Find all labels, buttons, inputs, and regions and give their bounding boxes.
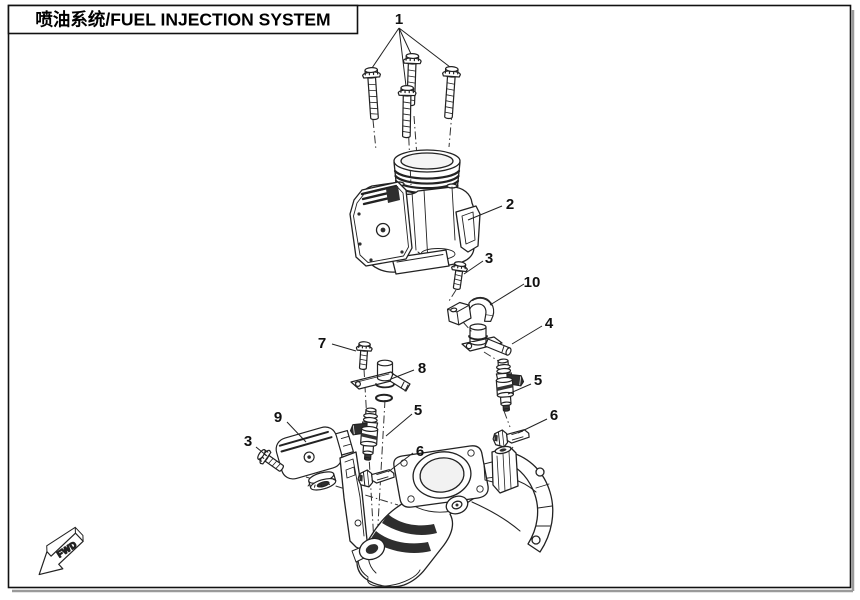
- callout-label-9: 9: [274, 409, 282, 426]
- intake-manifold: [339, 445, 554, 588]
- callout-label-3-right: 3: [485, 250, 493, 267]
- title-box: [7, 4, 359, 35]
- callout-label-2: 2: [506, 196, 514, 213]
- callout-label-5-left: 5: [414, 402, 422, 419]
- callout-label-1: 1: [395, 11, 403, 28]
- callout-label-4: 4: [545, 315, 554, 332]
- callout-label-5-right: 5: [534, 372, 542, 389]
- callout-label-6-left: 6: [416, 443, 424, 460]
- callout-label-6-right: 6: [550, 407, 558, 424]
- throttle-body: [349, 149, 481, 275]
- callout-label-10: 10: [524, 274, 541, 291]
- page-title: 喷油系统/FUEL INJECTION SYSTEM: [35, 10, 330, 30]
- callout-1-leaders: [371, 27, 451, 87]
- page-shadow: [12, 10, 855, 593]
- callout-label-3-left: 3: [244, 433, 252, 450]
- callout-labels: 1 2 3 10 4 5 6 7 8 5 6 9 3: [244, 11, 558, 460]
- hose-clamp-10: [446, 296, 495, 326]
- callout-label-8: 8: [418, 360, 426, 377]
- callout-label-7: 7: [318, 335, 326, 352]
- fuel-fitting-4: [461, 323, 512, 356]
- callout-leaders: [255, 205, 548, 473]
- map-sensor-9: [275, 426, 354, 491]
